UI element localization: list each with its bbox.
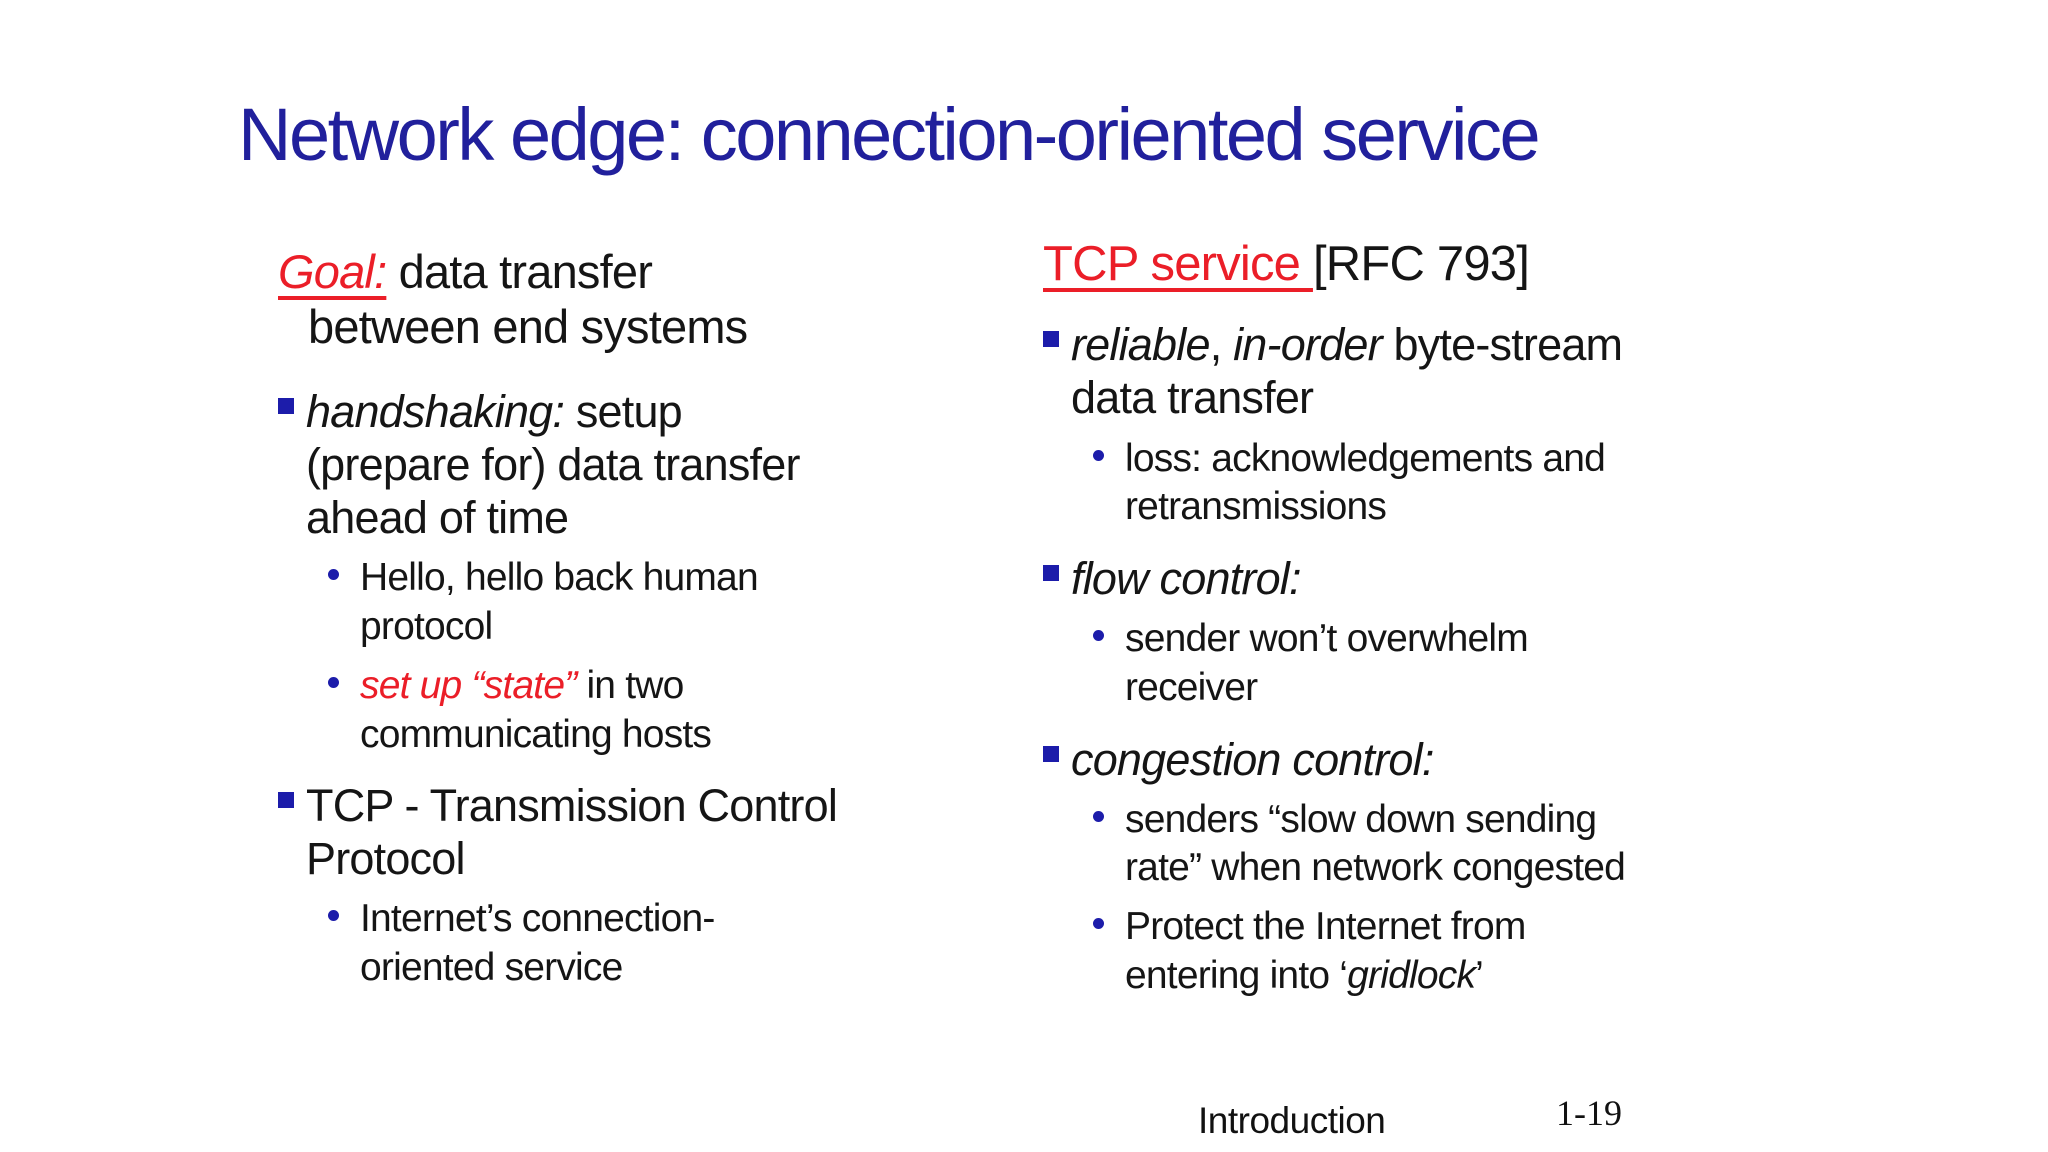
goal-statement: Goal: data transfer between end systems (278, 245, 938, 355)
sub-bullet-item: sender won’t overwhelm receiver (1043, 615, 1723, 713)
text-run: in two communicating hosts (360, 663, 712, 756)
right-bullet-list: reliable, in-order byte-stream data tran… (1043, 318, 1723, 1000)
dot-bullet-icon (328, 910, 339, 922)
bullet-text: loss: acknowledgements and retransmissio… (1125, 435, 1723, 533)
text-run: TCP - Transmission Control Protocol (306, 780, 838, 885)
text-run: [RFC 793] (1312, 237, 1530, 291)
bullet-item: flow control: (1043, 552, 1723, 605)
text-run: congestion control: (1071, 733, 1434, 785)
sub-bullet-item: Protect the Internet from entering into … (1043, 903, 1723, 1001)
text-run: Goal: (278, 245, 387, 298)
dot-bullet-icon (1093, 918, 1104, 930)
tcp-service-heading: TCP service [RFC 793] (1043, 236, 1723, 292)
bullet-text: Internet’s connection- oriented service (360, 895, 938, 993)
bullet-text: congestion control: (1071, 733, 1723, 786)
bullet-text: sender won’t overwhelm receiver (1125, 615, 1723, 713)
dot-bullet-icon (1093, 449, 1104, 461)
text-run: setup (prepare for) data transfer ahead … (306, 385, 800, 544)
dot-bullet-icon (1093, 810, 1104, 822)
bullet-item: handshaking: setup (prepare for) data tr… (278, 385, 938, 544)
bullet-item: reliable, in-order byte-stream data tran… (1043, 318, 1723, 424)
bullet-text: Hello, hello back human protocol (360, 554, 938, 652)
text-run: Hello, hello back human protocol (360, 556, 759, 648)
left-column: Goal: data transfer between end systems … (278, 245, 938, 993)
bullet-text: set up “state” in two communicating host… (360, 662, 938, 760)
text-run: loss: acknowledgements and retransmissio… (1125, 436, 1606, 529)
square-bullet-icon (1043, 745, 1059, 762)
footer-section-label: Introduction (1198, 1100, 1386, 1141)
text-run: ’ (1475, 953, 1484, 997)
text-run: senders “slow down sending rate” when ne… (1125, 797, 1626, 890)
dot-bullet-icon (1093, 630, 1104, 642)
text-run: gridlock (1347, 953, 1476, 997)
text-run: byte-stream data transfer (1071, 319, 1623, 424)
sub-bullet-item: Hello, hello back human protocol (278, 554, 938, 652)
bullet-item: congestion control: (1043, 733, 1723, 786)
text-run: Internet’s connection- oriented service (360, 897, 715, 990)
sub-bullet-item: loss: acknowledgements and retransmissio… (1043, 435, 1723, 533)
text-run: sender won’t overwhelm receiver (1125, 617, 1529, 709)
slide-title: Network edge: connection-oriented servic… (238, 93, 1541, 176)
bullet-text: flow control: (1071, 552, 1723, 605)
page-number: 1-19 (1556, 1093, 1622, 1133)
text-run: handshaking: (306, 385, 565, 437)
bullet-text: senders “slow down sending rate” when ne… (1125, 796, 1723, 894)
bullet-text: reliable, in-order byte-stream data tran… (1071, 318, 1723, 424)
text-run: TCP service (1043, 237, 1313, 291)
right-column: TCP service [RFC 793] reliable, in-order… (1043, 236, 1723, 1001)
dot-bullet-icon (328, 569, 339, 581)
square-bullet-icon (278, 792, 294, 809)
left-bullet-list: handshaking: setup (prepare for) data tr… (278, 385, 938, 993)
sub-bullet-item: Internet’s connection- oriented service (278, 895, 938, 993)
sub-bullet-item: set up “state” in two communicating host… (278, 662, 938, 760)
bullet-item: TCP - Transmission Control Protocol (278, 779, 938, 885)
text-run: flow control: (1071, 553, 1302, 605)
text-run: , (1209, 319, 1234, 371)
bullet-text: handshaking: setup (prepare for) data tr… (306, 385, 938, 544)
square-bullet-icon (278, 397, 294, 414)
text-run: set up “state” (360, 663, 577, 707)
dot-bullet-icon (328, 676, 339, 688)
text-run: data transfer between end systems (308, 245, 748, 353)
text-run: Protect the Internet from entering into … (1125, 905, 1526, 997)
text-run: in-order (1233, 319, 1382, 371)
bullet-text: TCP - Transmission Control Protocol (306, 779, 938, 885)
bullet-text: Protect the Internet from entering into … (1125, 903, 1723, 1001)
sub-bullet-item: senders “slow down sending rate” when ne… (1043, 796, 1723, 894)
square-bullet-icon (1043, 565, 1059, 582)
text-run: reliable (1071, 319, 1210, 371)
square-bullet-icon (1043, 331, 1059, 348)
